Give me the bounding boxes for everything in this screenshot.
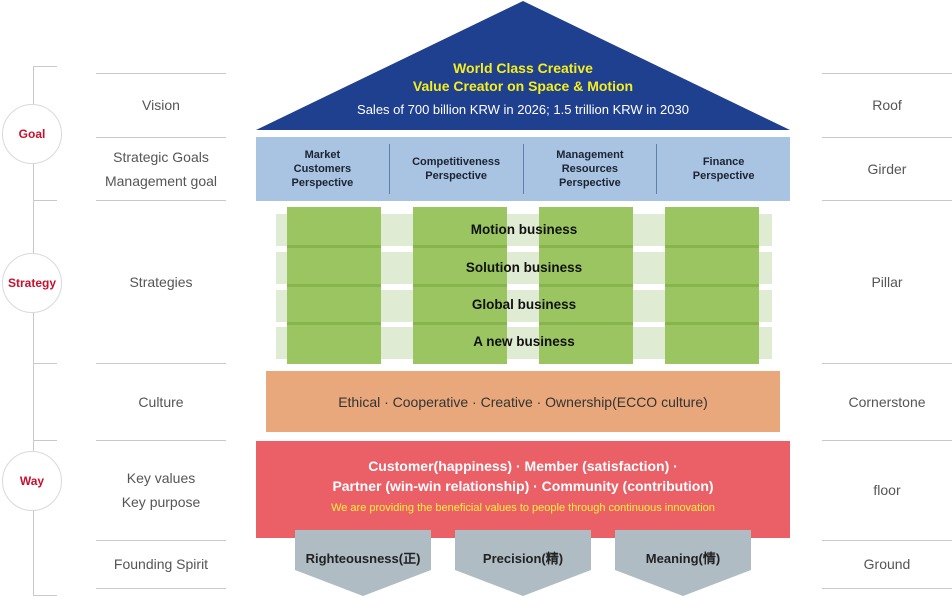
left-row-divider — [96, 588, 226, 589]
girder-label: Girder — [867, 161, 907, 177]
pillar-joint — [413, 245, 507, 248]
girder-management-resources: Management Resources Perspective — [556, 149, 624, 189]
left-row-divider — [96, 137, 226, 138]
strategy-circle: Strategy — [2, 253, 62, 313]
ground-label: Ground — [863, 556, 911, 572]
roof-title-line2: Value Creator on Space & Motion — [412, 78, 634, 94]
way-circle: Way — [2, 451, 62, 511]
left-bracket-tick — [33, 66, 57, 67]
pillar-4 — [665, 207, 759, 364]
pillar-joint — [665, 284, 759, 287]
strategies-label: Strategies — [129, 274, 193, 290]
left-row-divider — [96, 200, 226, 201]
management-goal-label: Management goal — [104, 173, 218, 189]
ground-arrow-1 — [295, 530, 431, 596]
left-row-divider — [96, 73, 226, 74]
pillar-2 — [413, 207, 507, 364]
roof-subtitle: Sales of 700 billion KRW in 2026; 1.5 tr… — [357, 102, 689, 117]
business-motion: Motion business — [470, 222, 578, 237]
girder-divider — [388, 144, 390, 194]
left-row-divider — [96, 440, 226, 441]
right-row-divider — [822, 440, 952, 441]
business-solution: Solution business — [465, 260, 583, 275]
girder-competitiveness: Competitiveness Perspective — [412, 156, 501, 182]
right-row-divider — [822, 540, 952, 541]
girder-divider — [656, 144, 658, 194]
right-row-divider — [822, 363, 952, 364]
key-values-label: Key values — [126, 470, 196, 486]
girder-bar: Market Customers Perspective Competitive… — [256, 137, 790, 201]
ground-arrow-3 — [615, 530, 751, 596]
floor-line-1: Customer(happiness) · Member (satisfacti… — [368, 458, 678, 474]
pillar-joint — [413, 322, 507, 325]
roof-label: Roof — [872, 97, 902, 113]
vision-label: Vision — [142, 97, 180, 113]
culture-block: Ethical · Cooperative · Creative · Owner… — [266, 371, 780, 432]
founding-righteousness: Righteousness(正) — [305, 551, 421, 566]
pillar-joint — [539, 322, 633, 325]
roof-title-line1: World Class Creative — [453, 60, 593, 76]
floor-block: Customer(happiness) · Member (satisfacti… — [256, 441, 790, 538]
ground-arrows — [295, 530, 751, 596]
right-row-divider — [822, 200, 952, 201]
key-purpose-label: Key purpose — [121, 494, 201, 510]
pillar-joint — [539, 284, 633, 287]
pillar-joint — [665, 245, 759, 248]
cornerstone-label: Cornerstone — [848, 394, 926, 410]
right-row-divider — [822, 588, 952, 589]
right-row-divider — [822, 137, 952, 138]
left-row-divider — [96, 540, 226, 541]
founding-spirit-label: Founding Spirit — [113, 556, 209, 572]
left-bracket-tick — [33, 595, 57, 596]
girder-divider — [522, 144, 524, 194]
left-bracket-tick — [33, 200, 57, 201]
floor-note: We are providing the beneficial values t… — [331, 502, 715, 514]
business-new: A new business — [473, 334, 575, 349]
left-bracket-tick — [33, 363, 57, 364]
pillar-joint — [413, 284, 507, 287]
pillar-joint — [539, 245, 633, 248]
floor-line-2: Partner (win-win relationship) · Communi… — [332, 478, 714, 494]
left-bracket-tick — [33, 440, 57, 441]
strategic-goals-label: Strategic Goals — [113, 149, 209, 165]
right-row-divider — [822, 73, 952, 74]
business-global: Global business — [471, 297, 577, 312]
pillar-joint — [287, 322, 381, 325]
ground-arrow-2 — [455, 530, 591, 596]
floor-label: floor — [873, 482, 901, 498]
pillar-3 — [539, 207, 633, 364]
girder-market-customers: Market Customers Perspective — [291, 149, 354, 189]
left-row-divider — [96, 363, 226, 364]
founding-precision: Precision(精) — [482, 551, 564, 566]
girder-finance: Finance Perspective — [692, 156, 755, 182]
pillar-joint — [287, 284, 381, 287]
roof-shape — [256, 1, 790, 130]
pillar-joint — [287, 245, 381, 248]
left-bracket-line — [33, 66, 34, 596]
founding-meaning: Meaning(情) — [645, 551, 721, 566]
culture-text: Ethical · Cooperative · Creative · Owner… — [338, 393, 708, 410]
pillar-joint — [665, 322, 759, 325]
goal-circle: Goal — [2, 104, 62, 164]
pillar-label: Pillar — [871, 274, 903, 290]
pillar-1 — [287, 207, 381, 364]
culture-label: Culture — [138, 394, 184, 410]
